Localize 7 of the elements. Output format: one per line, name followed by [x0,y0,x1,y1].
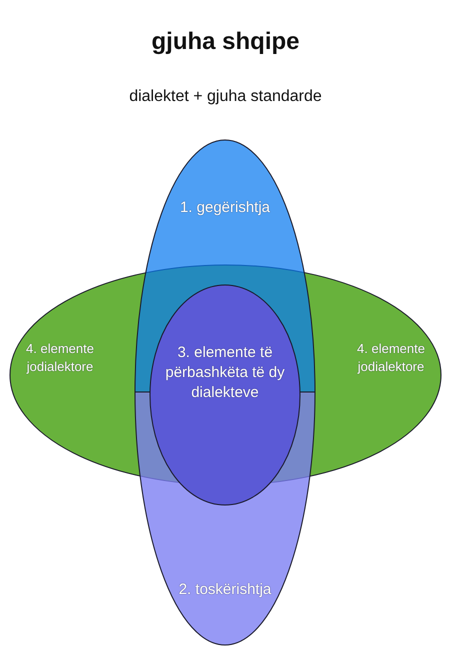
region-label: 1. gegërishtja [178,198,272,218]
region-label: 4. elemente jodialektore [25,340,95,376]
subtitle: dialektet + gjuha standarde [128,88,323,106]
region-label: 4. elemente jodialektore [356,340,426,376]
diagram-title: gjuha shqipe [150,28,300,56]
region-label: 2. toskërishtja [178,580,272,600]
region-label: 3. elemente të përbashkëta të dy dialekteve [164,343,286,403]
